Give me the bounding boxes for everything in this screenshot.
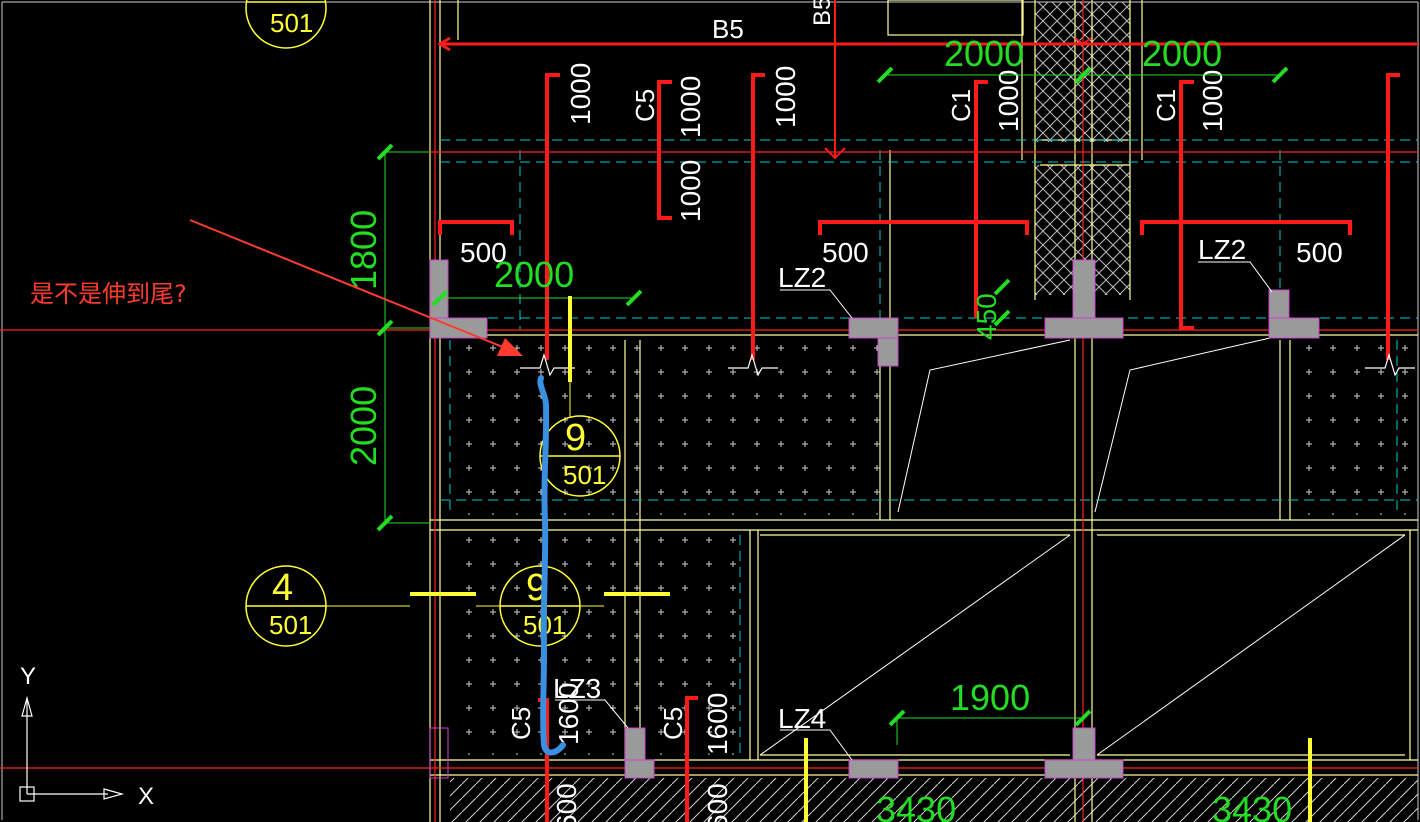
column-labels: LZ2 LZ2 LZ3 LZ4 — [553, 234, 1246, 734]
dim-450: 450 — [971, 293, 1002, 340]
section-mark-top: 501 — [245, 0, 327, 49]
ucs-y-label: Y — [20, 663, 36, 690]
wall-lines — [429, 0, 1418, 822]
rebar-label-r3: 1000 — [675, 160, 706, 222]
rebar-label-c5-c: C5 — [658, 707, 688, 740]
beam-b5-label: B5 — [712, 14, 744, 44]
width-label-500-b: 500 — [822, 237, 869, 268]
rebar-label-600-a: 600 — [551, 783, 582, 822]
rebar-label-1600-a: 1600 — [553, 683, 584, 745]
beam-b5 — [437, 0, 1418, 160]
rebar-label-c1-b: C1 — [1151, 89, 1181, 122]
beam-b5-vertical-label: B5 — [809, 0, 836, 26]
rebar-label-r1: 1000 — [565, 63, 596, 125]
column-label-lz2-a: LZ2 — [778, 262, 826, 293]
section-mark-top-sheet: 501 — [270, 8, 313, 38]
dimension-labels: 2000 2000 1800 2000 2000 1900 3430 3430 … — [343, 33, 1292, 822]
section-cut-lines — [410, 296, 1312, 822]
width-label-500-a: 500 — [460, 237, 507, 268]
section-mark-4-sheet: 501 — [269, 610, 312, 640]
dimension-ticks — [376, 66, 1289, 727]
column-label-lz4: LZ4 — [778, 703, 826, 734]
stair-lines — [759, 337, 1406, 756]
rebar-label-c5-b: C5 — [506, 707, 536, 740]
highlight-stroke — [537, 375, 566, 756]
dim-top-2000-a: 2000 — [944, 33, 1024, 74]
section-mark-9-upper-num: 9 — [565, 417, 586, 459]
width-label-500-c: 500 — [1296, 237, 1343, 268]
annotation-arrow — [189, 219, 523, 356]
dim-left-2000: 2000 — [343, 386, 384, 466]
annotation-note: 是不是伸到尾? — [30, 280, 187, 308]
rebar-label-r4: 1000 — [770, 66, 801, 128]
rebar-label-1600-b: 1600 — [702, 693, 733, 755]
rebar-break-marks — [520, 352, 1415, 377]
dim-bottom-3430-a: 3430 — [876, 789, 956, 822]
rebar-label-r6: 1000 — [1197, 70, 1228, 132]
rebar-label-r2: 1000 — [675, 76, 706, 138]
dim-bottom-1900: 1900 — [950, 677, 1030, 718]
dim-bottom-3430-b: 3430 — [1212, 789, 1292, 822]
grid-dash-lines — [440, 139, 1418, 760]
column-label-lz2-b: LZ2 — [1198, 234, 1246, 265]
section-mark-9-upper-sheet: 501 — [563, 460, 606, 490]
dimension-lines — [384, 74, 1282, 745]
dim-left-1800: 1800 — [343, 210, 384, 290]
dim-top-2000-b: 2000 — [1142, 33, 1222, 74]
width-labels: 500 500 500 — [460, 237, 1343, 268]
column-label-lz3: LZ3 — [553, 673, 601, 704]
ucs-x-label: X — [138, 783, 154, 810]
dim-mid-2000: 2000 — [494, 254, 574, 295]
rebar-label-r5: 1000 — [993, 70, 1024, 132]
rebar-label-c1-a: C1 — [946, 89, 976, 122]
ucs-icon — [19, 695, 125, 802]
section-mark-9-lower: 9 501 — [499, 565, 581, 647]
rebar-labels: 1000 1000 1000 1000 1000 1000 C5 C1 C1 1… — [506, 63, 1228, 822]
columns — [429, 259, 1320, 779]
column-leaders — [555, 261, 1273, 761]
rebar-label-600-b: 600 — [702, 783, 733, 822]
section-mark-9-upper: 9 501 — [539, 415, 621, 497]
rebar-label-c5-a: C5 — [630, 89, 660, 122]
section-mark-4-num: 4 — [272, 567, 293, 609]
section-mark-4: 4 501 — [245, 565, 327, 647]
